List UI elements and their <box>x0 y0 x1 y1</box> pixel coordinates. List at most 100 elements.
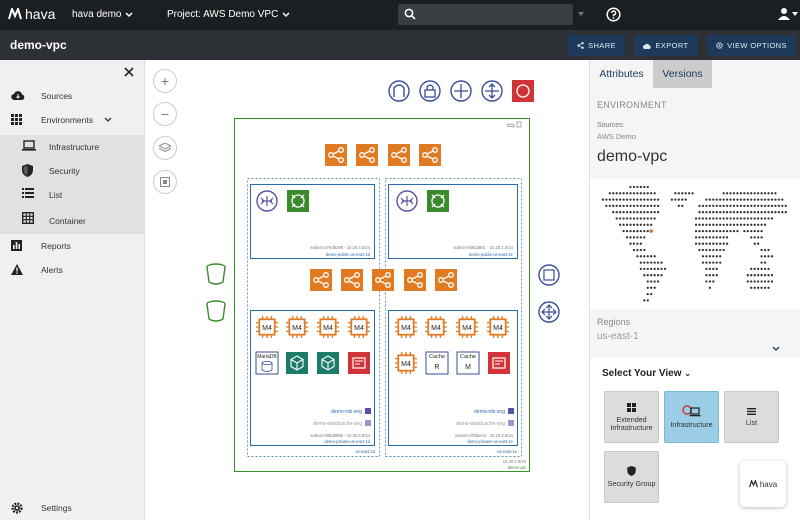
sources-label: Sources: <box>597 122 625 129</box>
view-label: Extended Infrastructure <box>610 414 653 432</box>
ec2-label: M4 <box>354 325 364 332</box>
hava-logo-icon <box>748 480 758 488</box>
zoom-in-button[interactable]: + <box>153 69 177 93</box>
view-infrastructure[interactable]: Infrastructure <box>664 391 719 443</box>
gateway-icons <box>388 80 534 102</box>
architecture-diagram: M4 M4 M4 M4 M4 M4 M4 M4 M4 MariaDB Cache… <box>206 80 560 472</box>
ec2-label: M4 <box>462 325 472 332</box>
view-extended-infrastructure[interactable]: Extended Infrastructure <box>604 391 659 443</box>
sidebar-item-label: Alerts <box>41 265 63 275</box>
export-label: EXPORT <box>655 41 689 50</box>
sidebar-item-settings[interactable]: Settings <box>0 497 145 519</box>
search-dropdown-icon[interactable] <box>578 12 584 16</box>
ec2-label: M4 <box>401 325 411 332</box>
project-label: Project: AWS Demo VPC <box>167 9 279 20</box>
table-icon <box>22 212 34 224</box>
account-selector[interactable]: hava demo <box>72 9 134 20</box>
project-selector[interactable]: Project: AWS Demo VPC <box>167 9 290 20</box>
sidebar-item-label: List <box>49 190 63 200</box>
sidebar: Sources Environments Infrastructure Secu… <box>0 60 145 520</box>
world-map-dots <box>601 185 787 302</box>
sidebar-item-label: Infrastructure <box>49 142 100 152</box>
cache-label: Cache <box>429 354 445 360</box>
list-icon <box>22 188 34 198</box>
view-label: Infrastructure <box>670 420 713 430</box>
regions-label: Regions <box>597 317 631 327</box>
hava-chat-widget[interactable]: hava <box>740 461 786 507</box>
rds-subnet-group: demo-rds-sng <box>331 409 362 415</box>
subnet-id: subnet-27ed8298 - 10.20.4.0/24 <box>310 245 370 250</box>
hava-logo[interactable]: hava <box>8 6 55 22</box>
sidebar-item-sources[interactable]: Sources <box>0 85 145 107</box>
layers-button[interactable] <box>153 136 177 160</box>
tab-attributes[interactable]: Attributes <box>590 60 653 88</box>
rds-subnet-group: demo-rds-sng <box>474 409 505 415</box>
cache-r-label: R <box>434 364 439 371</box>
view-options-label: VIEW OPTIONS <box>727 41 787 50</box>
windows-icon <box>627 402 636 412</box>
section-heading: ENVIRONMENT <box>597 100 667 110</box>
subnet-id: subnet-00bd8898 - 10.20.5.0/24 <box>310 433 370 438</box>
environment-toolbar: demo-vpc SHARE EXPORT VIEW OPTIONS <box>0 30 800 60</box>
select-view-title[interactable]: Select Your View ⌄ <box>602 368 691 379</box>
zoom-out-button[interactable]: − <box>153 102 177 126</box>
help-icon[interactable] <box>606 7 621 22</box>
sidebar-item-label: Sources <box>41 91 73 101</box>
sidebar-item-list[interactable]: List <box>0 183 145 207</box>
chevron-down-icon <box>104 117 112 122</box>
share-button[interactable]: SHARE <box>568 35 625 56</box>
shield-icon <box>627 466 636 477</box>
view-options-button[interactable]: VIEW OPTIONS <box>707 35 796 56</box>
sidebar-item-security[interactable]: Security <box>0 159 145 183</box>
sidebar-item-alerts[interactable]: Alerts <box>0 259 145 281</box>
view-security-group[interactable]: Security Group <box>604 451 659 503</box>
sidebar-item-infrastructure[interactable]: Infrastructure <box>0 135 145 159</box>
availability-zone: us-east-1d <box>355 449 375 454</box>
regions-value: us-east-1 <box>597 331 639 342</box>
user-icon[interactable] <box>778 7 790 21</box>
laptop-icon <box>681 405 700 417</box>
attributes-panel: Attributes Versions ENVIRONMENT Sources:… <box>589 60 800 520</box>
subnet-name: demo-private-us-east-1e <box>467 439 513 444</box>
chevron-down-icon[interactable] <box>772 346 780 351</box>
user-menu-chevron-icon[interactable] <box>792 12 798 16</box>
account-label: hava demo <box>72 9 122 20</box>
sidebar-item-label: Container <box>49 215 86 226</box>
share-label: SHARE <box>588 41 616 50</box>
top-bar: hava hava demo Project: AWS Demo VPC <box>0 0 800 30</box>
page-title: demo-vpc <box>10 38 67 52</box>
gear-icon <box>11 502 23 514</box>
view-list[interactable]: List <box>724 391 779 443</box>
widget-logo-text: hava <box>759 479 778 489</box>
sidebar-item-label: Settings <box>41 503 72 513</box>
sidebar-item-container[interactable]: Container <box>0 207 145 234</box>
subnet-name: demo-public-us-east-1e <box>469 252 514 257</box>
ec2-label: M4 <box>292 325 302 332</box>
logo-text: hava <box>25 6 56 22</box>
cache-m-label: M <box>465 364 471 371</box>
vpc-name: demo-vpc <box>508 465 526 470</box>
subnet-id: subnet-6591d651 - 10.20.1.0/24 <box>453 245 513 250</box>
search-input[interactable] <box>398 4 573 25</box>
ec2-label: M4 <box>323 325 333 332</box>
close-icon[interactable] <box>124 67 134 77</box>
share-icon <box>577 42 584 49</box>
view-label: List <box>745 417 758 427</box>
chevron-down-icon <box>125 11 134 17</box>
subnet-name: demo-private-us-east-1d <box>324 439 370 444</box>
vpc-cidr: 10.20.0.0/16 <box>503 459 527 464</box>
export-button[interactable]: EXPORT <box>634 35 698 56</box>
panel-tabs: Attributes Versions <box>590 60 800 88</box>
sidebar-item-label: Reports <box>41 241 71 251</box>
sidebar-item-environments[interactable]: Environments <box>0 109 145 131</box>
warning-icon <box>11 264 23 275</box>
list-icon <box>747 407 756 415</box>
elasticache-subnet-group: demo-elasticache-sng <box>313 421 362 427</box>
minus-icon: − <box>160 106 170 122</box>
ec2-label: M4 <box>262 325 272 332</box>
sidebar-item-reports[interactable]: Reports <box>0 235 145 257</box>
diagram-canvas[interactable]: + − <box>146 60 588 520</box>
subnet-name: demo-public-us-east-1d <box>326 252 371 257</box>
tab-versions[interactable]: Versions <box>653 60 712 88</box>
fit-view-button[interactable] <box>153 170 177 194</box>
